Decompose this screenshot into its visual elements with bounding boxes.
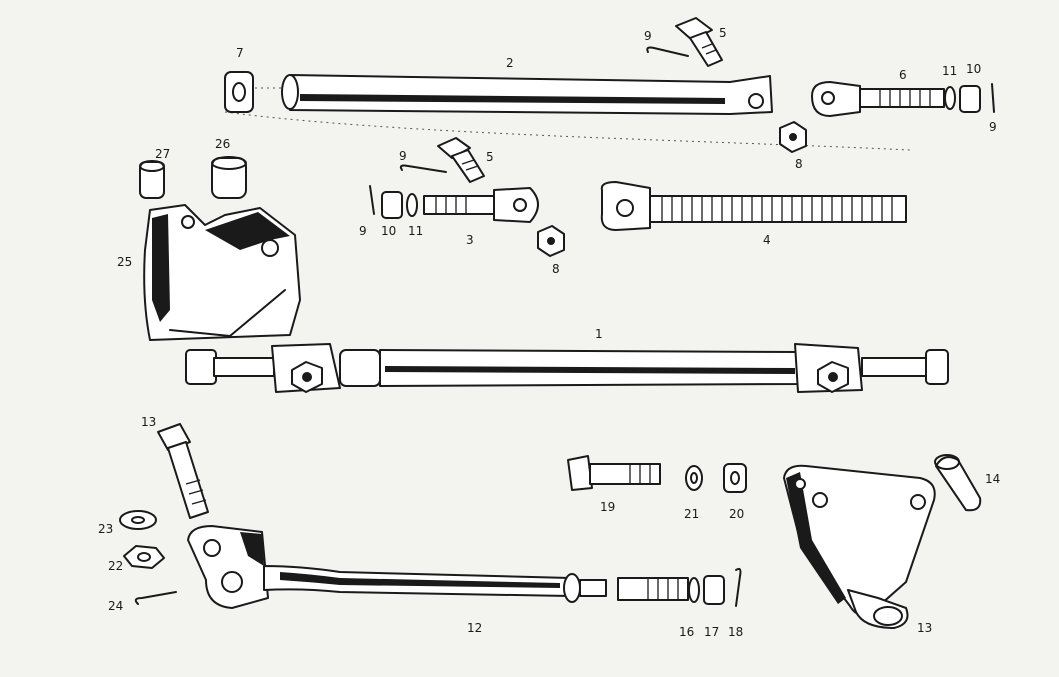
callout-label: 11	[942, 64, 957, 78]
part-27-bush	[139, 160, 165, 199]
callout-label: 25	[117, 255, 132, 269]
callout-label: 27	[155, 147, 170, 161]
part-17-castle-nut	[703, 575, 725, 605]
part-9-cotter-pin-top	[646, 46, 689, 57]
part-11-washer-top	[944, 86, 956, 110]
part-21-lock-washer	[685, 465, 703, 491]
part-9-pin-right	[991, 83, 995, 113]
callout-label: 22	[108, 559, 123, 573]
part-18-cotter-pin	[735, 567, 742, 607]
callout-label: 3	[466, 233, 474, 247]
part-7-nut	[224, 71, 254, 113]
callout-label: 10	[381, 224, 396, 238]
callout-label: 6	[899, 68, 907, 82]
callout-label: 20	[729, 507, 744, 521]
part-10-nut-top	[959, 85, 981, 113]
part-12-arm	[187, 525, 607, 609]
part-25-bracket	[143, 204, 301, 341]
callout-label: 4	[763, 233, 771, 247]
callout-label: 9	[359, 224, 367, 238]
callout-label: 11	[408, 224, 423, 238]
part-19-bolt	[567, 455, 661, 491]
callout-label: 13	[141, 415, 156, 429]
part-23-washer	[119, 510, 157, 530]
part-20-nut	[723, 463, 747, 493]
part-6-rod-end	[811, 81, 945, 117]
part-15-bolt	[157, 423, 209, 519]
callout-label: 13	[917, 621, 932, 635]
part-8-castle-nut-top	[779, 121, 807, 153]
callout-label: 23	[98, 522, 113, 536]
part-24-cotter-pin	[134, 591, 177, 605]
part-9-pin-left	[369, 185, 375, 215]
part-8-castle-nut-middle	[537, 225, 565, 257]
part-13-bracket	[783, 464, 936, 629]
thread-marks	[879, 89, 931, 107]
callout-label: 18	[728, 625, 743, 639]
part-10-nut-middle	[381, 191, 403, 219]
part-4-threaded-rod	[600, 181, 907, 231]
callout-label: 8	[552, 262, 560, 276]
callout-label: 21	[684, 507, 699, 521]
part-9-cotter-pin-middle	[399, 164, 447, 173]
callout-label: 9	[399, 149, 407, 163]
part-1-assembled-rod	[185, 343, 949, 393]
callout-label: 8	[795, 157, 803, 171]
part-3-rod-end	[423, 187, 539, 223]
part-16-washer	[688, 577, 700, 603]
part-5-bolt-middle	[437, 137, 485, 183]
part-11-washer-middle	[406, 193, 418, 217]
callout-label: 19	[600, 500, 615, 514]
callout-label: 5	[719, 26, 727, 40]
part-5-bolt-top	[675, 17, 723, 67]
part-16-threaded-pin	[617, 577, 689, 601]
callout-label: 12	[467, 621, 482, 635]
callout-label: 26	[215, 137, 230, 151]
part-2-tube	[281, 74, 773, 115]
callout-label: 10	[966, 62, 981, 76]
part-26-bush	[211, 156, 247, 199]
callout-label: 7	[236, 46, 244, 60]
callout-labels: 1 2 3 4 5 5 6 7 8 8 9 9 9 9 10 10 11 11 …	[98, 26, 1000, 639]
callout-label: 14	[985, 472, 1000, 486]
alignment-line	[224, 111, 911, 151]
part-14-bush	[934, 454, 982, 512]
callout-label: 24	[108, 599, 123, 613]
callout-label: 9	[644, 29, 652, 43]
part-22-nut	[123, 545, 165, 569]
callout-label: 5	[486, 150, 494, 164]
callout-label: 16	[679, 625, 694, 639]
callout-label: 2	[506, 56, 514, 70]
callout-label: 9	[989, 120, 997, 134]
callout-label: 17	[704, 625, 719, 639]
callout-label: 1	[595, 327, 603, 341]
